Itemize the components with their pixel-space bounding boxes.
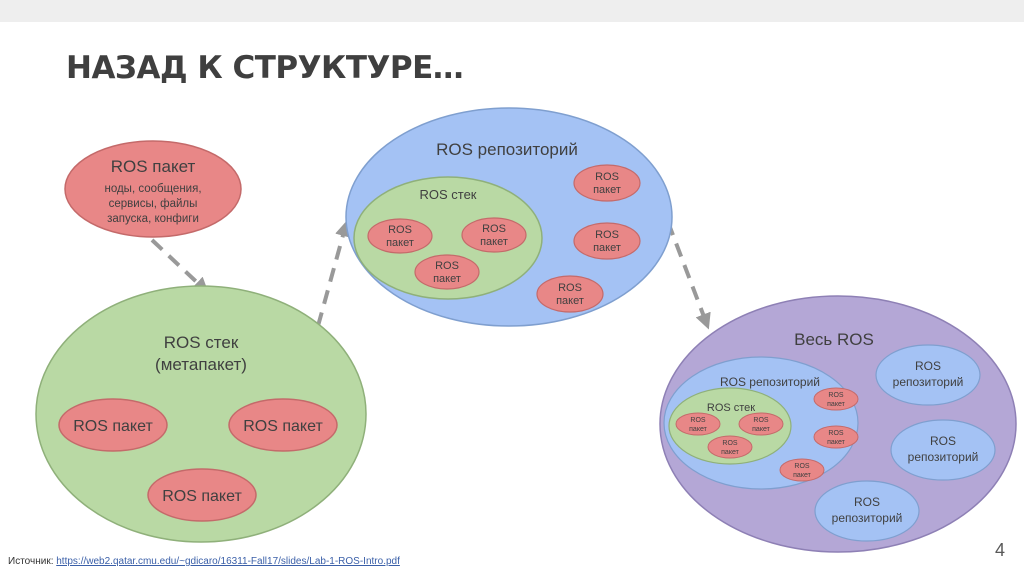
repository-loose-package-2-line-1: ROS [595, 229, 619, 241]
stack-ellipse [35, 285, 367, 543]
whole-ros-other-repo-2 [890, 419, 996, 481]
whole-ros-group: Весь ROS ROS репозиторий ROS стек ROS па… [659, 295, 1017, 553]
stack-package-3-label: ROS пакет [162, 488, 242, 505]
stack-title-line-2: (метапакет) [155, 355, 247, 374]
whole-ros-other-repo-3 [814, 480, 920, 542]
stack-package-1-label: ROS пакет [73, 418, 153, 435]
repository-stack-package-2-line-2: пакет [480, 236, 508, 248]
whole-ros-other-repo-2-line-2: репозиторий [908, 450, 979, 464]
repository-stack-package-1 [367, 218, 433, 254]
repository-loose-package-1-line-2: пакет [593, 184, 621, 196]
package-card-title: ROS пакет [111, 157, 196, 176]
stack-package-3 [147, 468, 257, 522]
whole-ros-title: Весь ROS [794, 330, 874, 349]
whole-ros-loose-package-2-line-1: ROS [828, 430, 844, 437]
stack-group: ROS стек (метапакет) ROS пакет ROS пакет… [35, 285, 367, 543]
repository-loose-package-3-line-2: пакет [556, 295, 584, 307]
whole-ros-stack-package-2 [738, 412, 784, 436]
whole-ros-loose-package-2-line-2: пакет [827, 439, 845, 446]
source-label: Источник: [8, 556, 54, 567]
package-card: ROS пакет ноды, сообщения, сервисы, файл… [64, 140, 242, 238]
whole-ros-stack-package-2-line-1: ROS [753, 417, 769, 424]
whole-ros-other-repo-3-line-2: репозиторий [832, 511, 903, 525]
whole-ros-stack-package-3-line-1: ROS [722, 440, 738, 447]
package-card-desc-line-1: ноды, сообщения, [104, 183, 201, 195]
arrow-package-to-stack [150, 238, 209, 294]
whole-ros-other-repo-1 [875, 344, 981, 406]
top-bar [0, 0, 1024, 22]
whole-ros-stack-package-3-line-2: пакет [721, 449, 739, 456]
arrow-stack-to-repository [316, 220, 351, 327]
whole-ros-stack-package-1-line-2: пакет [689, 426, 707, 433]
whole-ros-stack-title: ROS стек [707, 402, 755, 414]
repository-stack-package-3-line-1: ROS [435, 260, 459, 272]
repository-loose-package-1 [573, 164, 641, 202]
whole-ros-other-repo-1-line-1: ROS [915, 359, 941, 373]
package-card-desc-line-3: запуска, конфиги [107, 213, 199, 225]
repository-loose-package-1-line-1: ROS [595, 171, 619, 183]
page-number: 4 [995, 540, 1006, 560]
repository-stack-package-3 [414, 254, 480, 290]
stack-package-1 [58, 398, 168, 452]
repository-loose-package-3-line-1: ROS [558, 282, 582, 294]
repository-stack-title: ROS стек [419, 187, 476, 202]
stack-package-2 [228, 398, 338, 452]
whole-ros-loose-package-3 [779, 458, 825, 482]
repository-loose-package-2 [573, 222, 641, 260]
whole-ros-stack-package-3 [707, 435, 753, 459]
source-link[interactable]: https://web2.qatar.cmu.edu/~gdicaro/1631… [56, 556, 400, 567]
slide-title: НАЗАД К СТРУКТУРЕ… [66, 50, 464, 86]
source-note: Источник: https://web2.qatar.cmu.edu/~gd… [8, 556, 400, 567]
repository-loose-package-3 [536, 275, 604, 313]
whole-ros-stack-package-1-line-1: ROS [690, 417, 706, 424]
whole-ros-loose-package-3-line-1: ROS [794, 463, 810, 470]
repository-stack-package-1-line-1: ROS [388, 224, 412, 236]
whole-ros-loose-package-1-line-1: ROS [828, 392, 844, 399]
whole-ros-repo-title: ROS репозиторий [720, 375, 820, 389]
whole-ros-loose-package-1 [813, 387, 859, 411]
repository-stack-package-2-line-1: ROS [482, 223, 506, 235]
stack-package-2-label: ROS пакет [243, 418, 323, 435]
whole-ros-other-repo-2-line-1: ROS [930, 434, 956, 448]
whole-ros-other-repo-1-line-2: репозиторий [893, 375, 964, 389]
repository-stack-package-2 [461, 217, 527, 253]
package-card-ellipse [64, 140, 242, 238]
repository-title: ROS репозиторий [436, 140, 578, 159]
repository-loose-package-2-line-2: пакет [593, 242, 621, 254]
repository-stack-package-1-line-2: пакет [386, 237, 414, 249]
whole-ros-other-repo-3-line-1: ROS [854, 495, 880, 509]
whole-ros-loose-package-1-line-2: пакет [827, 401, 845, 408]
repository-group: ROS репозиторий ROS стек ROS пакет ROS п… [345, 107, 673, 327]
whole-ros-stack-ellipse [668, 387, 792, 465]
whole-ros-stack-package-1 [675, 412, 721, 436]
package-card-desc-line-2: сервисы, файлы [109, 198, 198, 210]
arrow-repository-to-whole-ros [666, 221, 711, 330]
repository-stack-package-3-line-2: пакет [433, 273, 461, 285]
whole-ros-stack-package-2-line-2: пакет [752, 426, 770, 433]
stack-title-line-1: ROS стек [164, 333, 239, 352]
whole-ros-loose-package-2 [813, 425, 859, 449]
whole-ros-loose-package-3-line-2: пакет [793, 472, 811, 479]
repository-stack-ellipse [353, 176, 543, 300]
